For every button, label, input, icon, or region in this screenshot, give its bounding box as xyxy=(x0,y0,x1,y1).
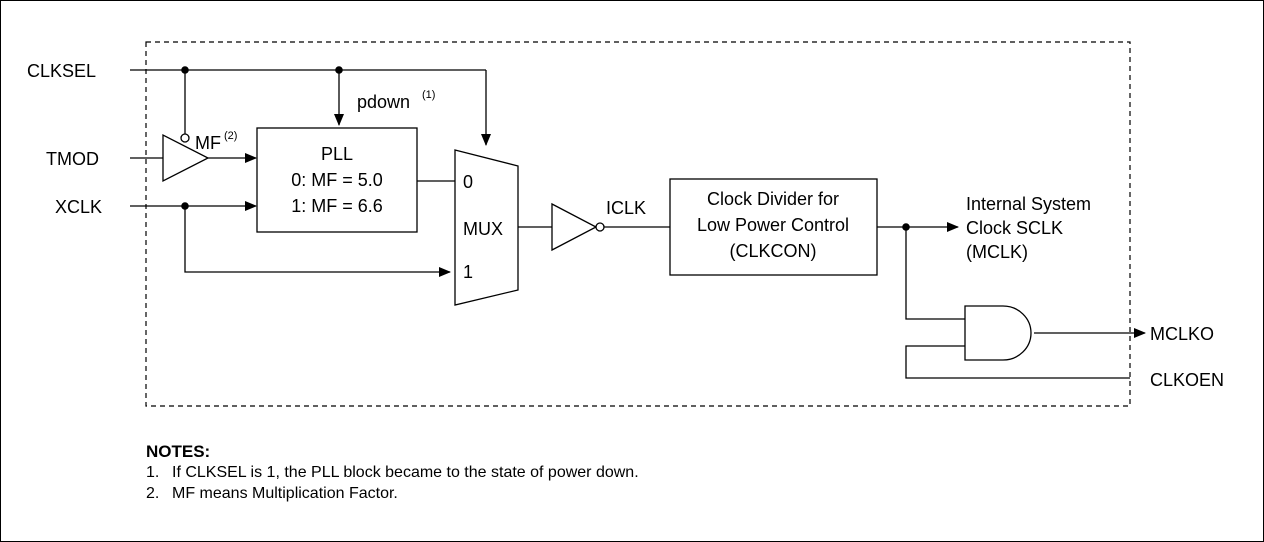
mf-label: MF xyxy=(195,133,221,153)
junction-dot xyxy=(902,223,910,231)
pdown-note-ref: (1) xyxy=(422,89,435,101)
enable-bubble xyxy=(180,133,190,143)
tmod-label: TMOD xyxy=(46,149,99,169)
clkoen-label: CLKOEN xyxy=(1150,370,1224,390)
divider-line-1: Clock Divider for xyxy=(707,189,839,209)
iclk-label: ICLK xyxy=(606,198,646,218)
internal-clock-line-3: (MCLK) xyxy=(966,242,1028,262)
tmod-buffer xyxy=(162,133,210,183)
mux-input-1-label: 1 xyxy=(463,262,473,282)
note-item: 2. MF means Multiplication Factor. xyxy=(146,483,639,504)
mux-block xyxy=(454,149,519,306)
junction-dot xyxy=(335,66,343,74)
junction-dot xyxy=(181,202,189,210)
mux-label: MUX xyxy=(463,219,503,239)
pll-block xyxy=(256,127,418,233)
pll-line-1: 0: MF = 5.0 xyxy=(291,170,383,190)
clksel-label: CLKSEL xyxy=(27,61,96,81)
notes-title: NOTES: xyxy=(146,442,211,461)
internal-clock-line-1: Internal System xyxy=(966,194,1091,214)
note-number: 1. xyxy=(146,464,160,481)
mux-input-0-label: 0 xyxy=(463,172,473,192)
notes-section: NOTES: 1. If CLKSEL is 1, the PLL block … xyxy=(146,441,639,504)
clksel-wiring xyxy=(130,69,491,146)
and-gate xyxy=(964,305,1032,361)
inverter-bubble xyxy=(595,222,605,232)
pll-line-2: 1: MF = 6.6 xyxy=(291,196,383,216)
pdown-label: pdown xyxy=(357,92,410,112)
mf-note-ref: (2) xyxy=(224,130,237,142)
junction-dot xyxy=(181,66,189,74)
note-text: If CLKSEL is 1, the PLL block became to … xyxy=(172,464,639,481)
note-number: 2. xyxy=(146,485,160,502)
sclk-wiring xyxy=(877,222,1146,379)
xclk-label: XCLK xyxy=(55,197,102,217)
divider-line-2: Low Power Control xyxy=(697,215,849,235)
note-item: 1. If CLKSEL is 1, the PLL block became … xyxy=(146,462,639,483)
pll-title: PLL xyxy=(321,144,353,164)
xclk-wiring xyxy=(130,201,451,277)
chip-boundary xyxy=(145,41,1131,407)
iclk-inverter xyxy=(551,202,598,252)
internal-clock-line-2: Clock SCLK xyxy=(966,218,1063,238)
mclko-label: MCLKO xyxy=(1150,324,1214,344)
divider-line-3: (CLKCON) xyxy=(729,241,816,261)
note-text: MF means Multiplication Factor. xyxy=(172,485,398,502)
